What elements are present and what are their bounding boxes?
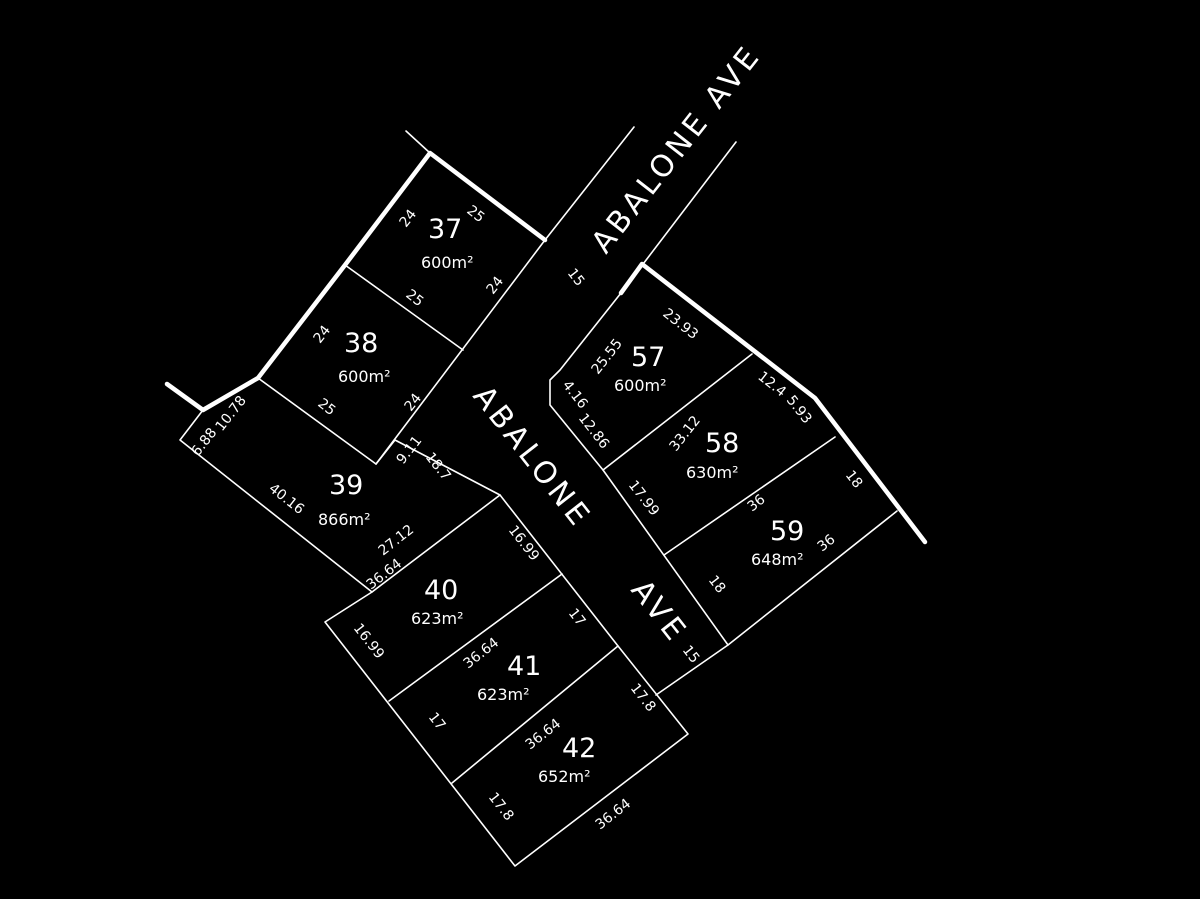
road-label-lower: AVE xyxy=(624,573,695,650)
dim-57-a: 25.55 xyxy=(589,336,626,377)
lot-59-area: 648m² xyxy=(751,550,804,569)
dim-road-width-bottom: 15 xyxy=(679,643,703,667)
west-lots-road-frontage xyxy=(179,409,689,867)
line-38-39 xyxy=(257,377,377,465)
lot-lines xyxy=(179,126,898,867)
dim-58-c: 5.93 xyxy=(783,393,815,427)
lot-37-number: 37 xyxy=(428,214,462,245)
dim-37-left: 24 xyxy=(397,207,421,231)
road-label-upper: ABALONE AVE xyxy=(585,38,769,260)
line-57-58 xyxy=(602,353,753,471)
dimension-labels: 24 25 24 25 24 25 24 6.88 10.78 9.11 18.… xyxy=(189,203,866,834)
lot-57-area: 600m² xyxy=(614,376,667,395)
dim-38-right: 24 xyxy=(402,391,426,415)
lot-57-number: 57 xyxy=(631,342,665,373)
dim-39-d: 18.7 xyxy=(422,450,454,484)
lot-41-number: 41 xyxy=(507,651,541,682)
lot-58-area: 630m² xyxy=(686,463,739,482)
dim-road-width-top: 15 xyxy=(564,266,588,290)
lot-37-area: 600m² xyxy=(421,253,474,272)
dim-39-c: 9.11 xyxy=(394,433,426,467)
line-41-42 xyxy=(451,645,619,784)
dim-57-c: 4.16 xyxy=(559,378,591,412)
line-37-38 xyxy=(344,264,464,351)
lot-42-area: 652m² xyxy=(538,767,591,786)
dim-42-b: 17.8 xyxy=(627,681,659,715)
boundary-extension xyxy=(405,130,431,154)
dim-40-a: 36.64 xyxy=(364,556,406,593)
line-59-rear xyxy=(727,510,898,646)
boundary-north-east xyxy=(618,261,928,545)
dim-57-d: 12.86 xyxy=(575,411,612,453)
lot-41-area: 623m² xyxy=(477,685,530,704)
dim-59-c: 36 xyxy=(815,532,839,556)
dim-42-c: 17.8 xyxy=(485,790,517,824)
dim-57-b: 23.93 xyxy=(660,306,701,343)
dim-38-bottom: 25 xyxy=(315,396,339,420)
dim-59-a: 36 xyxy=(745,492,769,516)
dim-59-d: 18 xyxy=(705,573,729,597)
dim-41-b: 17 xyxy=(565,606,589,630)
lot-59-number: 59 xyxy=(770,516,804,547)
dim-59-b: 18 xyxy=(842,468,866,492)
dim-40-c: 16.99 xyxy=(350,621,387,662)
line-58-59 xyxy=(663,436,836,556)
lot-40-number: 40 xyxy=(424,575,458,606)
dim-38-left: 24 xyxy=(311,323,335,347)
lot-38-area: 600m² xyxy=(338,367,391,386)
dim-37-top: 25 xyxy=(464,203,488,227)
road-edge-lower-west xyxy=(375,239,546,465)
lot-39-area: 866m² xyxy=(318,510,371,529)
lot-39-number: 39 xyxy=(329,470,363,501)
lot-38-number: 38 xyxy=(344,328,378,359)
lot-40-area: 623m² xyxy=(411,609,464,628)
boundary-north-west xyxy=(164,150,548,413)
road-edge-upper-west xyxy=(544,126,635,241)
line-39-40 xyxy=(371,494,501,593)
dim-42-a: 36.64 xyxy=(523,716,565,753)
dim-58-d: 17.99 xyxy=(625,478,662,519)
dim-40-b: 16.99 xyxy=(505,523,542,564)
road-edge-upper-east xyxy=(620,141,737,294)
dim-41-c: 17 xyxy=(425,710,449,734)
lot-58-number: 58 xyxy=(705,428,739,459)
lot-labels: 37 600m² 38 600m² 39 866m² 40 623m² 41 6… xyxy=(318,214,804,786)
dim-58-a: 33.12 xyxy=(667,413,704,454)
lot-42-number: 42 xyxy=(562,733,596,764)
dim-37-bottom: 25 xyxy=(403,287,427,311)
dim-39-f: 27.12 xyxy=(376,522,417,559)
dim-39-a: 6.88 xyxy=(189,425,221,459)
dim-41-a: 36.64 xyxy=(461,635,503,672)
line-40-41 xyxy=(388,573,563,702)
